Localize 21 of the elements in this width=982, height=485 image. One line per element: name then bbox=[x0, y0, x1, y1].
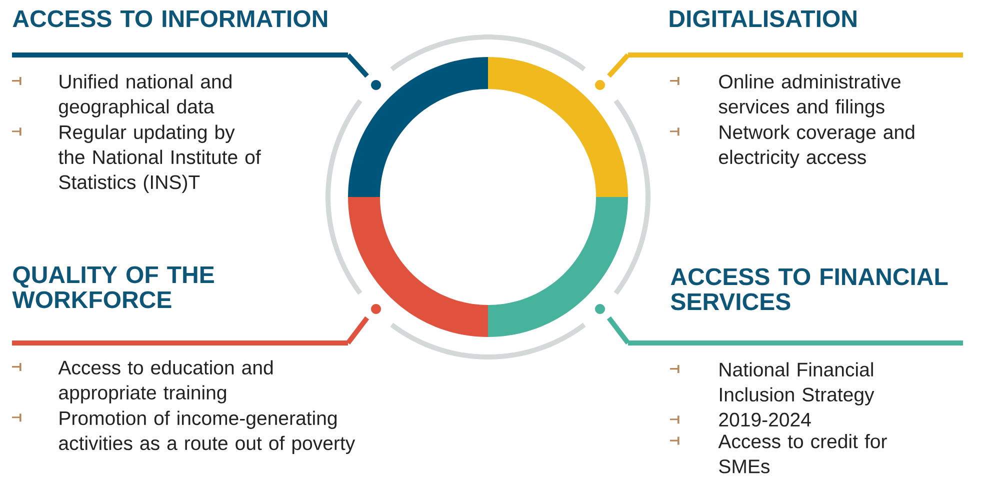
bullet-text: Online administrative services and filings bbox=[718, 74, 900, 118]
ring-segment bbox=[348, 197, 488, 337]
section-heading: QUALITY OF THE WORKFORCE bbox=[12, 266, 214, 308]
leader-line bbox=[595, 304, 630, 345]
ring-segment bbox=[488, 57, 628, 197]
leader-line bbox=[595, 53, 630, 90]
bullet-text: Promotion of income-generating activities as a route out of poverty bbox=[59, 410, 356, 454]
section-heading: ACCESS TO INFORMATION bbox=[12, 10, 328, 28]
ring-segment bbox=[488, 197, 628, 337]
bullet-text: 2019-2024 bbox=[719, 412, 811, 427]
bullet-text: Access to education and appropriate training bbox=[58, 360, 273, 404]
ring-segment bbox=[348, 57, 488, 197]
bullet-text: Regular updating by the National Institute of Statistics (INS)T bbox=[58, 124, 261, 193]
section-heading: ACCESS TO FINANCIAL SERVICES bbox=[670, 268, 948, 310]
bullet-text: Access to credit for SMEs bbox=[718, 434, 887, 474]
bullet-text: Network coverage and electricity access bbox=[719, 124, 914, 168]
leader-line bbox=[346, 304, 381, 345]
section-heading: DIGITALISATION bbox=[670, 10, 856, 28]
bullet-text: National Financial Inclusion Strategy bbox=[720, 362, 874, 406]
bullet-text: Unified national and geographical data bbox=[59, 74, 232, 118]
leader-line bbox=[346, 53, 381, 90]
